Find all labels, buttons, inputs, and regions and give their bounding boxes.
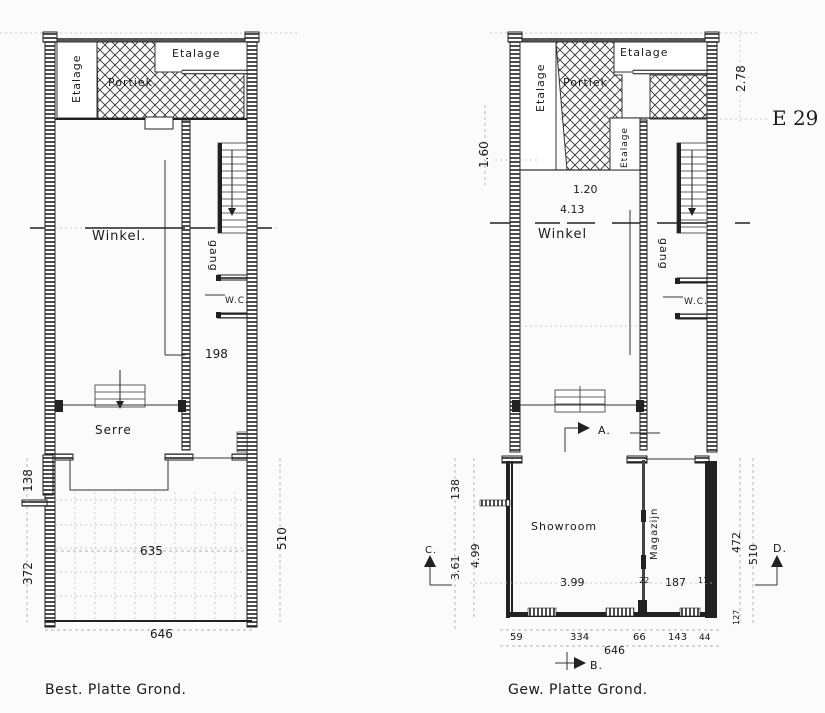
dim-143: 143 xyxy=(668,632,687,643)
dim-2-78: 2.78 xyxy=(734,65,748,92)
dim-1-20: 1.20 xyxy=(573,183,598,196)
section-mark-d xyxy=(755,555,783,586)
wall-left xyxy=(44,31,56,628)
labels-modified: Etalage Etalage Etalage Portiek 1.20 4.1… xyxy=(425,46,818,698)
dim-138: 138 xyxy=(449,479,462,500)
section-label-c: C. xyxy=(425,545,437,556)
plan-modified xyxy=(424,30,783,670)
showroom-wall-right xyxy=(705,461,717,618)
dim-198: 198 xyxy=(205,347,228,361)
section-label-a: A. xyxy=(598,424,611,437)
dim-138: 138 xyxy=(21,469,35,492)
dim-3-61: 3.61 xyxy=(449,556,462,581)
room-portiek: Portiek xyxy=(108,76,153,89)
wall-corridor xyxy=(639,119,648,451)
room-gang: gang xyxy=(657,238,670,270)
dim-646: 646 xyxy=(604,644,625,657)
dim-510: 510 xyxy=(275,527,289,550)
room-gang: gang xyxy=(207,240,220,272)
labels-existing: Etalage Etalage Portiek Winkel. gang W.C… xyxy=(21,47,289,698)
dim-510: 510 xyxy=(747,544,760,565)
room-magazijn: Magazijn xyxy=(649,508,660,560)
margin-note: E 29 xyxy=(772,106,818,130)
caption-existing: Best. Platte Grond. xyxy=(45,682,186,698)
wall-right xyxy=(246,31,258,628)
room-etalage-top: Etalage xyxy=(172,47,221,60)
room-etalage-left: Etalage xyxy=(534,63,547,112)
dim-44: 44 xyxy=(699,633,711,643)
wall-corridor xyxy=(181,119,191,451)
dim-59: 59 xyxy=(510,632,523,643)
dim-3-99: 3.99 xyxy=(560,576,585,589)
stair-existing xyxy=(217,142,248,234)
wall-left xyxy=(509,31,521,453)
stair-modified xyxy=(676,142,708,234)
section-label-b: B. xyxy=(590,659,603,672)
dim-22: 22 xyxy=(639,576,649,585)
dim-4-13: 4.13 xyxy=(560,203,585,216)
caption-modified: Gew. Platte Grond. xyxy=(508,682,648,698)
room-etalage-top: Etalage xyxy=(620,46,669,59)
partition-magazijn xyxy=(642,460,645,612)
showroom-wall-left xyxy=(506,461,510,618)
room-wc: W.C. xyxy=(684,297,708,307)
plan-existing xyxy=(0,31,300,631)
room-etalage-left: Etalage xyxy=(70,54,83,103)
section-mark-b xyxy=(555,652,586,670)
room-serre: Serre xyxy=(95,423,132,437)
dim-4-99: 4.99 xyxy=(469,544,482,569)
section-mark-a xyxy=(564,422,590,452)
room-etalage-small: Etalage xyxy=(620,127,630,168)
dim-472: 472 xyxy=(730,532,743,553)
section-mark-c xyxy=(424,555,452,586)
dim-646: 646 xyxy=(150,627,173,641)
wall-front xyxy=(55,38,247,42)
dim-66: 66 xyxy=(633,632,646,643)
dim-334: 334 xyxy=(570,632,589,643)
steps-showroom xyxy=(554,386,606,413)
room-portiek: Portiek xyxy=(563,76,608,89)
dim-372: 372 xyxy=(21,562,35,585)
dim-127: 127 xyxy=(732,610,741,625)
wall-right xyxy=(706,31,718,453)
steps-serre xyxy=(94,370,146,409)
dim-11: 11 xyxy=(698,576,708,585)
room-wc: W.C. xyxy=(225,296,249,306)
rear-yard-grid xyxy=(55,492,247,622)
room-winkel: Winkel. xyxy=(92,229,146,244)
room-showroom: Showroom xyxy=(531,520,597,533)
dim-187: 187 xyxy=(665,576,686,589)
section-label-d: D. xyxy=(773,542,787,555)
room-winkel: Winkel xyxy=(538,227,587,242)
dim-635: 635 xyxy=(140,544,163,558)
dim-1-60: 1.60 xyxy=(477,141,491,168)
